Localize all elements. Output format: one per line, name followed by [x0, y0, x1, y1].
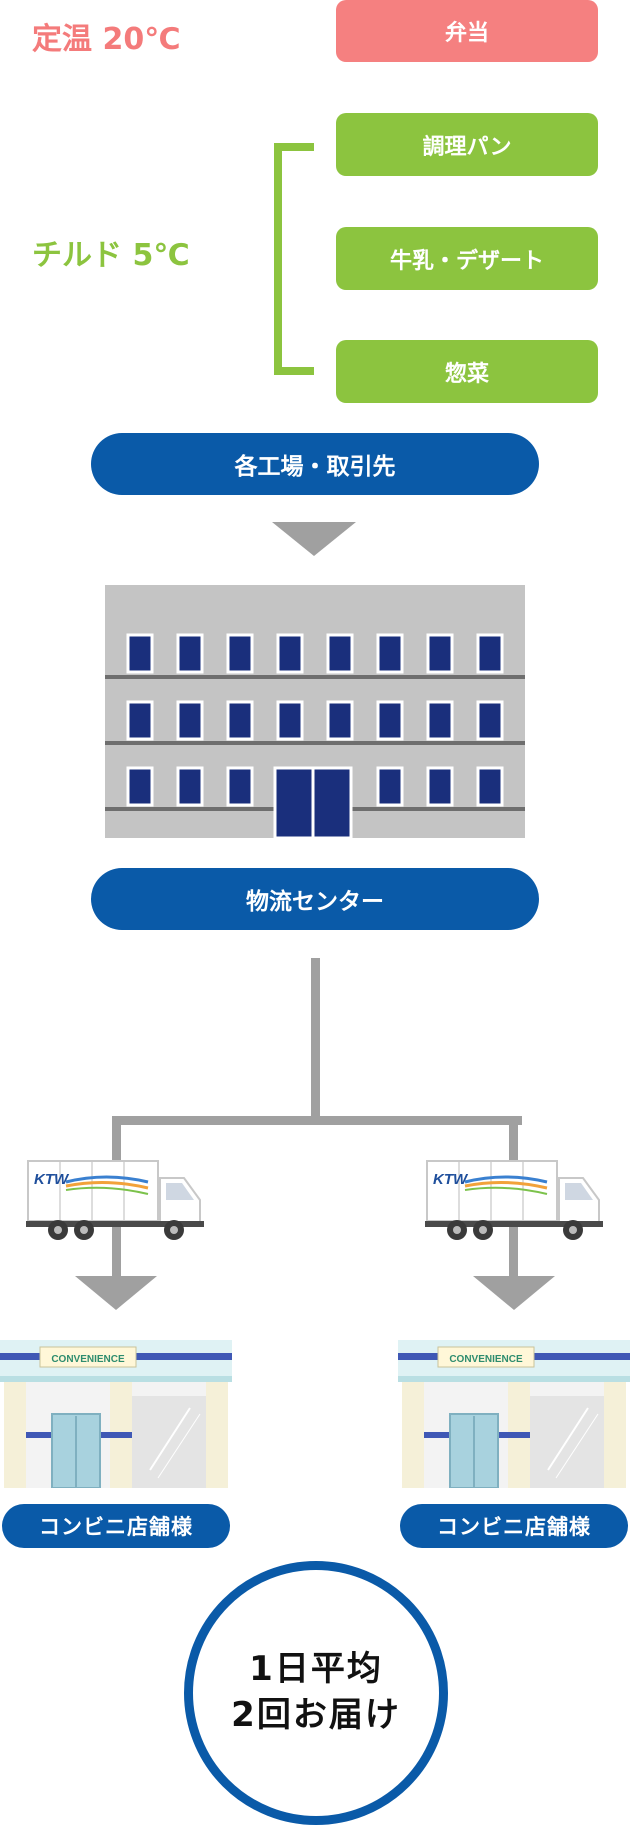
category-side-dishes: 惣菜	[336, 340, 598, 403]
source-factories-label: 各工場・取引先	[91, 433, 539, 495]
delivery-line-2: 2回お届け	[231, 1695, 401, 1735]
svg-text:KTW: KTW	[34, 1171, 70, 1188]
chilled-temp-label: チルド 5℃	[32, 238, 190, 273]
category-milk-dessert: 牛乳・デザート	[336, 227, 598, 290]
arrow-right-icon	[473, 1276, 555, 1310]
delivery-truck-left: KTW	[26, 1160, 204, 1240]
convenience-store-right: CONVENIENCE	[398, 1340, 630, 1488]
arrow-left-icon	[75, 1276, 157, 1310]
branch-connector	[75, 958, 555, 1310]
category-bento: 弁当	[336, 0, 598, 62]
svg-text:KTW: KTW	[433, 1171, 469, 1188]
category-prepared-bread: 調理パン	[336, 113, 598, 176]
svg-text:CONVENIENCE: CONVENIENCE	[449, 1354, 523, 1365]
arrow-down-icon	[272, 522, 356, 556]
store-label-right: コンビニ店舗様	[400, 1504, 628, 1548]
logistics-center-building	[105, 585, 525, 838]
chilled-bracket	[274, 143, 314, 375]
convenience-store-left: CONVENIENCE	[0, 1340, 232, 1488]
delivery-line-1: 1日平均	[249, 1649, 383, 1690]
delivery-truck-right: KTW	[425, 1160, 603, 1240]
delivery-frequency-badge: 1日平均 2回お届け	[184, 1561, 448, 1825]
logistics-center-label: 物流センター	[91, 868, 539, 930]
svg-text:CONVENIENCE: CONVENIENCE	[51, 1354, 125, 1365]
ambient-temp-label: 定温 20℃	[32, 22, 181, 57]
store-label-left: コンビニ店舗様	[2, 1504, 230, 1548]
